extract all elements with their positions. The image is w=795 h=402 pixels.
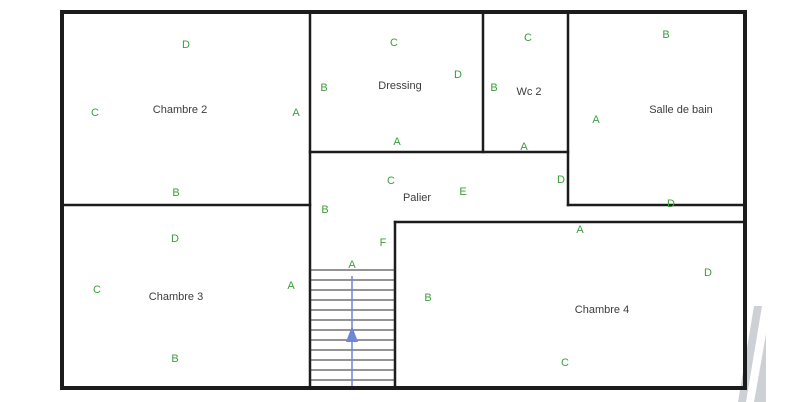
stair-direction-arrow — [346, 276, 358, 386]
outer-wall — [60, 10, 747, 390]
interior-walls — [60, 10, 747, 390]
